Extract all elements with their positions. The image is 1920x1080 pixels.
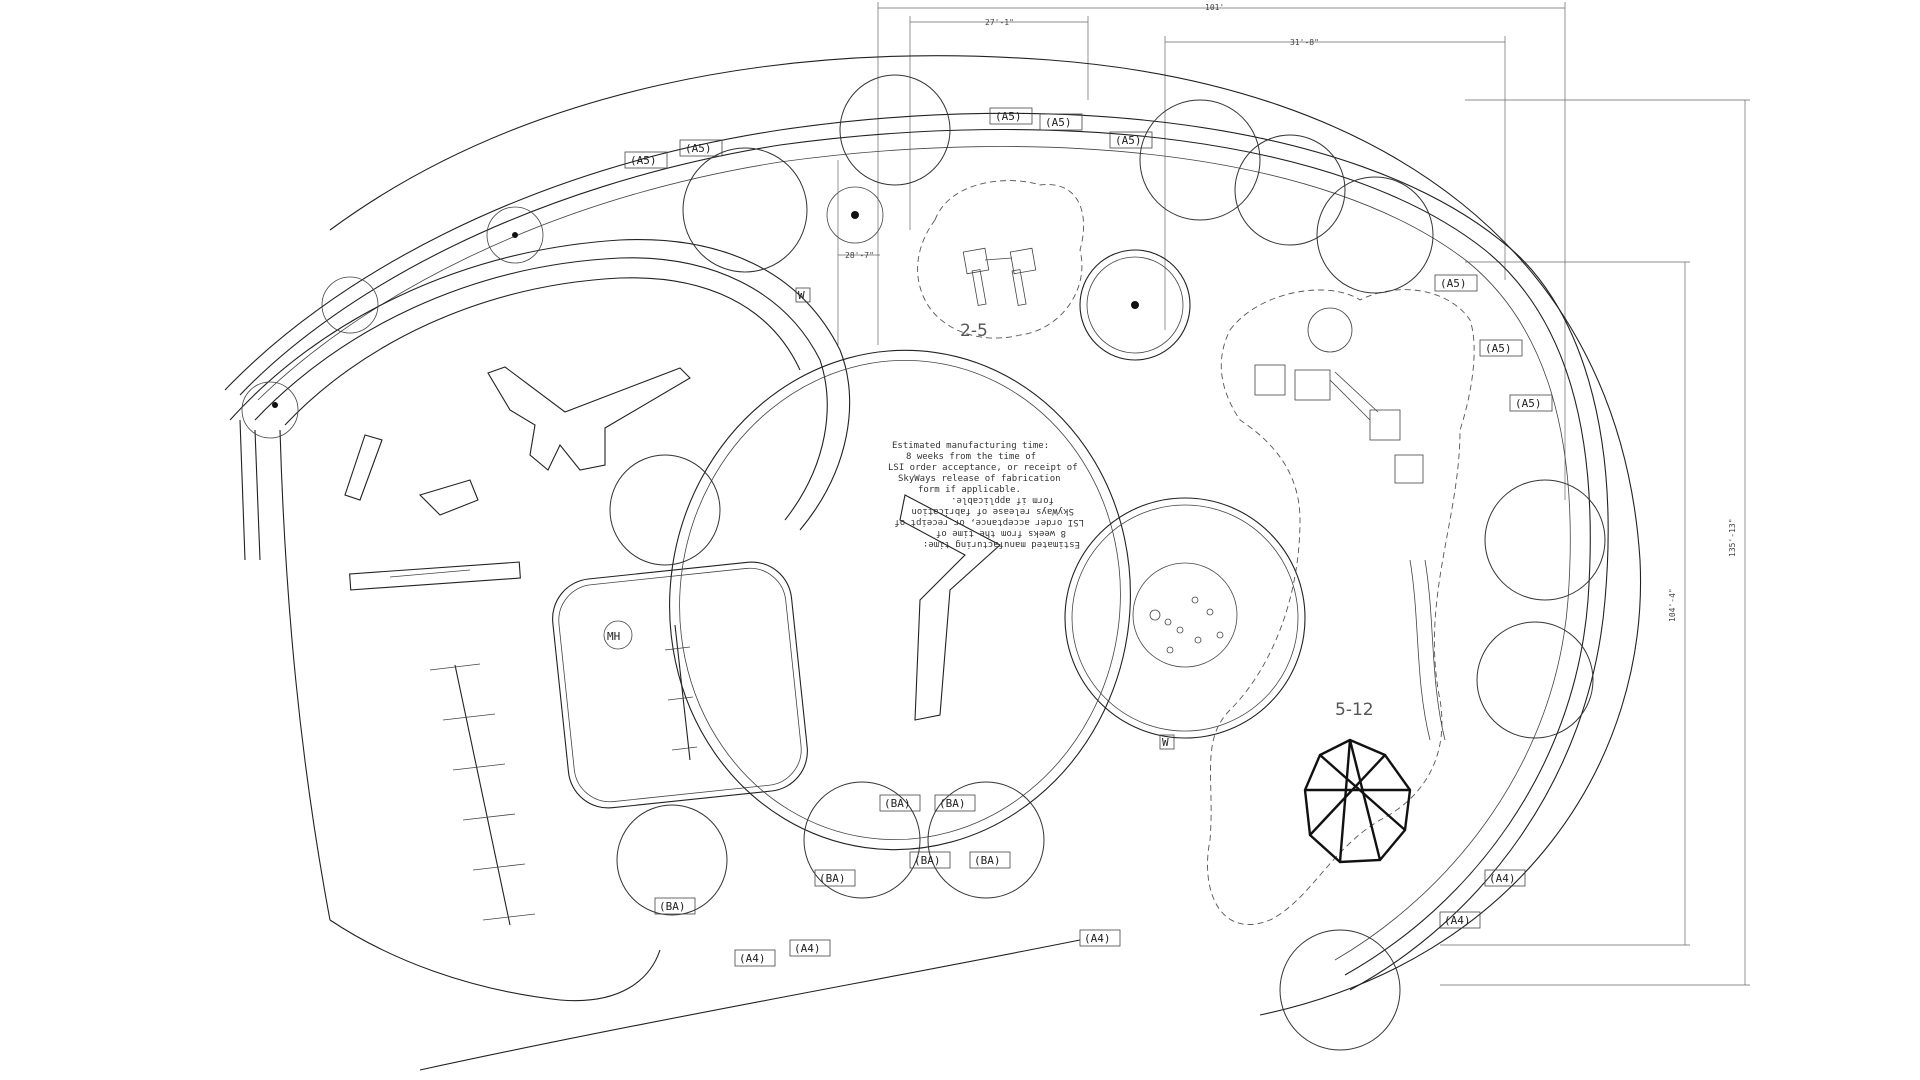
bench-a4-5: (A4): [1489, 872, 1516, 885]
dim-top-right: 31'-8": [1290, 38, 1319, 47]
marker-w1: W: [798, 289, 805, 302]
note-upper-line-5: form if applicable.: [918, 485, 1021, 495]
bench-tags: (A5) (A5) (A5) (A5) (A5) (A5) (A5) (A5) …: [624, 107, 1553, 967]
drinking-fountain-markers: W W: [795, 287, 1175, 750]
splash-pad: [1064, 497, 1306, 739]
note-upper-line-3: LSI order acceptance, or receipt of: [888, 463, 1078, 473]
bench-a4-4: (A4): [1444, 914, 1471, 927]
dim-right-inner: 104'-4": [1668, 588, 1677, 622]
bench-ba-6: (BA): [659, 900, 686, 913]
airplane-pavement-graphic: [344, 366, 691, 516]
bench-ba-1: (BA): [884, 797, 911, 810]
bench-ba-4: (BA): [914, 854, 941, 867]
note-lower-line-2: 8 weeks from the time of: [936, 528, 1066, 538]
note-lower-line-5: form if applicable.: [951, 495, 1054, 505]
dim-top-left: 27'-1": [985, 18, 1014, 27]
central-oval-lawn: [669, 349, 1131, 851]
bench-a5-5: (A5): [1115, 134, 1142, 147]
manhole-label: MH: [607, 630, 620, 643]
note-upper-line-4: SkyWays release of fabrication: [898, 474, 1061, 484]
toddler-age-label: 2-5: [960, 321, 988, 341]
bench-ba-3: (BA): [819, 872, 846, 885]
dim-small-left: 28'-7": [845, 251, 874, 260]
marker-w2: W: [1162, 736, 1169, 749]
pavement-games: [349, 561, 536, 926]
note-lower-line-3: LSI order acceptance, or receipt of: [894, 517, 1084, 527]
school-age-play-area: 5-12: [1207, 289, 1475, 925]
note-upper-line-1: Estimated manufacturing time:: [892, 441, 1049, 451]
dim-overall: 101': [1205, 3, 1224, 12]
bench-a4-3: (A4): [1084, 932, 1111, 945]
note-lower-line-4: SkyWays release of fabrication: [911, 506, 1074, 516]
walkway-curves: [229, 238, 851, 1002]
dim-right-outer: 135'-13": [1728, 518, 1737, 557]
bench-a5-3: (A5): [995, 110, 1022, 123]
bench-a5-2: (A5): [685, 142, 712, 155]
bench-a5-1: (A5): [630, 154, 657, 167]
plaza-square: MH: [552, 561, 808, 809]
dimension-lines: 101' 27'-1" 31'-8" 28'-7" 135'-13" 104'-…: [837, 2, 1750, 986]
spinner-circle: [1079, 249, 1191, 361]
note-lower-line-1: Estimated manufacturing time:: [923, 539, 1080, 549]
bench-a5-7: (A5): [1485, 342, 1512, 355]
bench-a4-2: (A4): [794, 942, 821, 955]
school-age-label: 5-12: [1335, 700, 1374, 720]
toddler-play-area: 2-5: [917, 180, 1084, 341]
net-climber: [1303, 738, 1412, 864]
trees: [241, 74, 1606, 1051]
bench-a5-8: (A5): [1515, 397, 1542, 410]
manufacturing-note-upper: Estimated manufacturing time: 8 weeks fr…: [888, 441, 1078, 495]
manufacturing-note-lower: Estimated manufacturing time: 8 weeks fr…: [894, 495, 1084, 549]
bench-ba-2: (BA): [939, 797, 966, 810]
bench-a5-6: (A5): [1440, 277, 1467, 290]
note-upper-line-2: 8 weeks from the time of: [906, 452, 1036, 462]
site-boundary: [224, 55, 1642, 1071]
bench-a4-1: (A4): [739, 952, 766, 965]
bench-a5-4: (A5): [1045, 116, 1072, 129]
bench-ba-5: (BA): [974, 854, 1001, 867]
